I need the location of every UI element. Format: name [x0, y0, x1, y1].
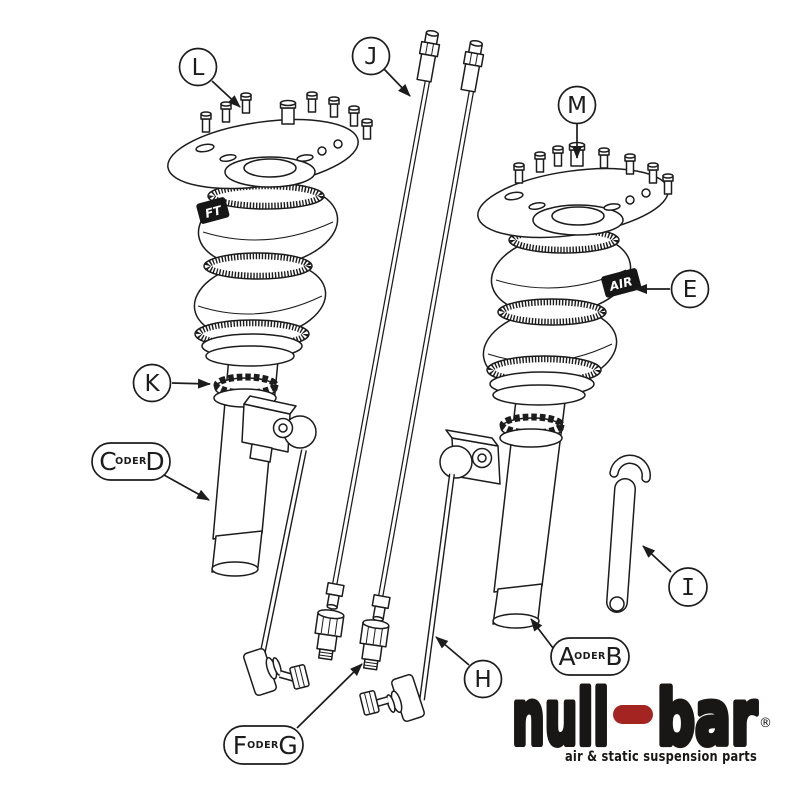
callout-C-oder-D: C ODER D [91, 442, 210, 501]
air-spring-bellows: FT [193, 182, 339, 367]
lower-mount-bracket [241, 395, 317, 463]
adjustment-collar [499, 413, 565, 448]
logo-hyphen [613, 705, 653, 724]
callout-K-label: K [144, 371, 160, 397]
mounting-studs [513, 141, 674, 195]
callout-E-label: E [683, 277, 698, 303]
callout-I-label: I [681, 575, 695, 601]
air-line-bottom-fitting [371, 594, 391, 622]
wrench-hole [609, 596, 625, 612]
brand-patch: FT [196, 197, 230, 224]
oder-text: ODER [247, 740, 279, 751]
callout-M-label: M [567, 93, 587, 119]
callout-J-label: J [364, 44, 378, 70]
air-fitting-left [314, 609, 345, 661]
mounting-studs [200, 91, 373, 140]
end-link-nut [289, 664, 310, 690]
end-link [243, 449, 310, 697]
callout-F-oder-G: F ODER G [223, 663, 363, 765]
logo-word-bar: bar [657, 673, 757, 762]
top-mounting-plate [167, 91, 373, 190]
logo-tagline: air & static suspension parts [565, 749, 757, 765]
callout-I: I [642, 545, 708, 607]
callout-A-oder-B: A ODER B [530, 618, 630, 676]
callout-H-label: H [474, 667, 491, 693]
lower-mount-bracket [439, 429, 501, 485]
air-fitting-right [359, 619, 390, 671]
air-spring-bellows: AIR [482, 226, 642, 406]
callout-A-label: A [558, 642, 575, 671]
oder-text: ODER [115, 456, 147, 467]
top-mounting-plate [477, 141, 674, 239]
callout-L-label: L [192, 55, 205, 81]
callout-C-label: C [99, 447, 116, 476]
logo-word-null: null [512, 673, 609, 762]
left-strut: FT [167, 91, 373, 697]
callout-G-label: G [278, 731, 297, 760]
callout-B-label: B [605, 642, 622, 671]
callouts: L J M E K I H [91, 36, 710, 765]
center-stud [279, 99, 297, 125]
air-line-top-fitting [460, 39, 485, 93]
callout-F-label: F [233, 731, 247, 760]
callout-H: H [435, 636, 503, 699]
brand-logo: null bar ® air & static suspension parts [509, 670, 772, 765]
callout-L: L [178, 47, 241, 108]
spanner-wrench [606, 454, 651, 613]
right-strut: AIR [359, 141, 674, 723]
end-link [359, 473, 455, 723]
brand-patch: AIR [601, 268, 642, 298]
callout-M: M [557, 85, 597, 159]
brand-patch-text: FT [204, 203, 224, 221]
brand-patch-text: AIR [607, 274, 634, 294]
callout-E: E [634, 269, 710, 309]
oder-text: ODER [574, 651, 606, 662]
air-line-right [371, 39, 485, 622]
callout-D-label: D [145, 447, 164, 476]
callout-J: J [351, 36, 411, 97]
air-line-bottom-fitting [325, 582, 345, 610]
callout-K: K [132, 363, 211, 403]
air-line-left [325, 29, 441, 610]
air-line-top-fitting [416, 29, 441, 83]
end-link-nut [359, 690, 380, 716]
registered-trademark-symbol: ® [759, 716, 772, 731]
